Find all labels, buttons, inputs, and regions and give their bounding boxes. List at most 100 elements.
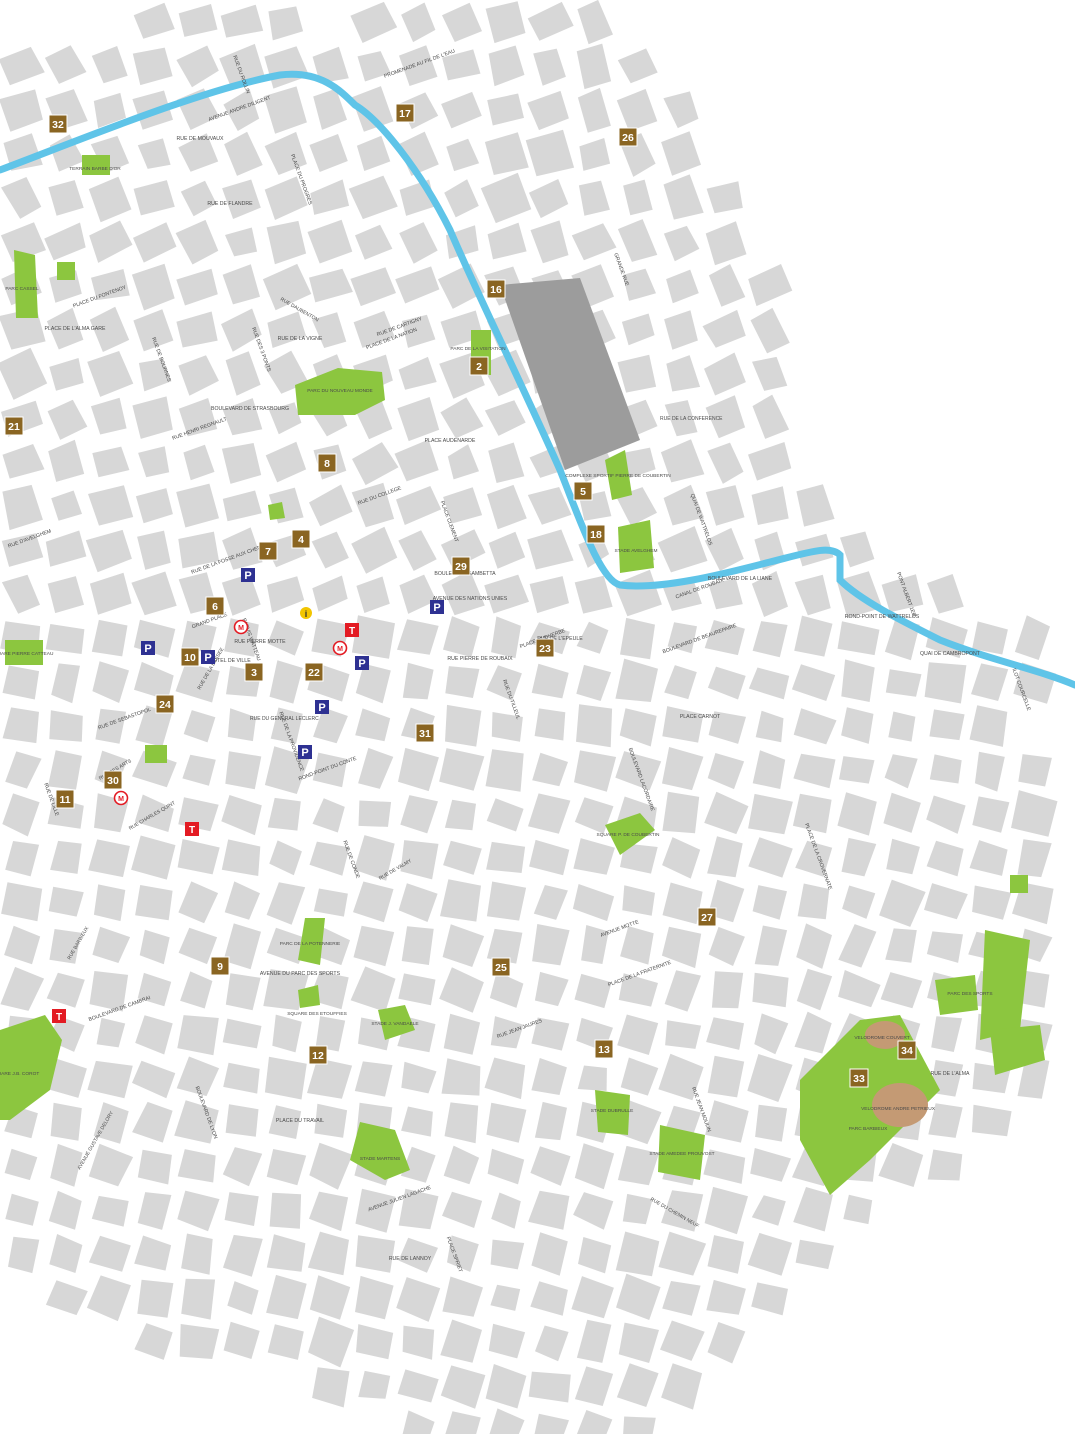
location-marker-11[interactable]: 11 [55,789,75,809]
city-block [490,1284,521,1311]
city-block [443,487,483,524]
location-marker-9[interactable]: 9 [210,956,230,976]
city-block [576,1319,612,1363]
city-block [617,1014,659,1055]
location-marker-23[interactable]: 23 [535,638,555,658]
city-block [704,352,746,396]
street-label: RUE DU GENERAL LECLERC [250,716,319,722]
parking-icon[interactable]: P [201,650,215,664]
location-marker-10[interactable]: 10 [180,647,200,667]
location-marker-22[interactable]: 22 [304,662,324,682]
park-terrain-barbe-dor [82,155,110,175]
location-marker-32[interactable]: 32 [48,114,68,134]
city-block [972,796,1010,833]
metro-icon[interactable]: M [332,640,348,656]
parking-icon[interactable]: P [298,745,312,759]
canal-layer [0,70,1075,689]
park-stade-dubrulle [658,1125,705,1180]
city-block [264,131,307,175]
city-block [44,45,87,84]
parking-icon[interactable]: P [430,600,444,614]
location-marker-2[interactable]: 2 [469,356,489,376]
city-block [708,711,746,744]
city-block [622,1416,656,1439]
location-marker-29[interactable]: 29 [451,556,471,576]
city-block [574,1366,614,1406]
city-block [0,966,45,1011]
location-marker-27[interactable]: 27 [697,907,717,927]
parking-icon[interactable]: P [315,700,329,714]
location-marker-8[interactable]: 8 [317,453,337,473]
tram-icon[interactable]: T [345,623,359,637]
location-marker-7[interactable]: 7 [258,541,278,561]
city-block [398,973,436,1006]
city-block [663,91,699,129]
parking-icon[interactable]: P [241,568,255,582]
location-marker-17[interactable]: 17 [395,103,415,123]
city-block [135,488,173,524]
city-block [752,750,786,789]
city-block [225,1104,259,1137]
tram-icon[interactable]: T [185,822,199,836]
city-block [312,1367,350,1408]
location-marker-6[interactable]: 6 [205,596,225,616]
city-block [927,1149,963,1181]
location-marker-4[interactable]: 4 [291,529,311,549]
location-marker-13[interactable]: 13 [594,1039,614,1059]
tram-icon[interactable]: T [52,1009,66,1023]
parking-icon[interactable]: P [355,656,369,670]
city-block [263,350,309,394]
city-block [4,1148,38,1181]
location-marker-5[interactable]: 5 [573,481,593,501]
city-block [50,1143,83,1187]
city-block [223,923,261,970]
place-label: PLACE DE L'ALMA GARE [45,326,106,332]
city-block [176,268,218,306]
city-block [662,706,704,743]
location-marker-21[interactable]: 21 [4,416,24,436]
city-block [176,45,219,88]
city-block [134,794,174,832]
location-marker-18[interactable]: 18 [586,524,606,544]
info-icon[interactable]: i [300,607,312,619]
city-block [620,617,655,660]
location-marker-16[interactable]: 16 [486,279,506,299]
location-marker-31[interactable]: 31 [415,723,435,743]
metro-icon[interactable]: M [113,790,129,806]
place-label: ROND-POINT DE WATTRELOS [845,614,920,620]
location-marker-26[interactable]: 26 [618,127,638,147]
city-block [95,708,127,744]
location-marker-24[interactable]: 24 [155,694,175,714]
city-block [358,1370,391,1399]
city-block [751,1282,788,1316]
city-block [534,708,566,741]
location-marker-12[interactable]: 12 [308,1045,328,1065]
city-block [751,571,788,617]
location-marker-25[interactable]: 25 [491,957,511,977]
location-marker-30[interactable]: 30 [103,770,123,790]
location-marker-34[interactable]: 34 [897,1040,917,1060]
svg-text:13: 13 [598,1044,610,1056]
city-block [132,47,173,86]
location-marker-3[interactable]: 3 [244,662,264,682]
city-block [402,1325,435,1360]
city-block [443,1411,481,1439]
parking-icon[interactable]: P [141,641,155,655]
city-block [972,885,1012,920]
city-block [666,355,701,392]
city-block [487,1148,525,1185]
city-block [399,574,437,614]
city-block [222,264,260,305]
city-block [396,486,442,525]
park-square-p-de-coubertin [605,813,655,855]
city-block [750,307,790,354]
city-block [135,1015,173,1055]
svg-text:9: 9 [217,961,223,973]
metro-icon[interactable]: M [233,619,249,635]
city-block [348,175,398,220]
location-marker-33[interactable]: 33 [849,1068,869,1088]
